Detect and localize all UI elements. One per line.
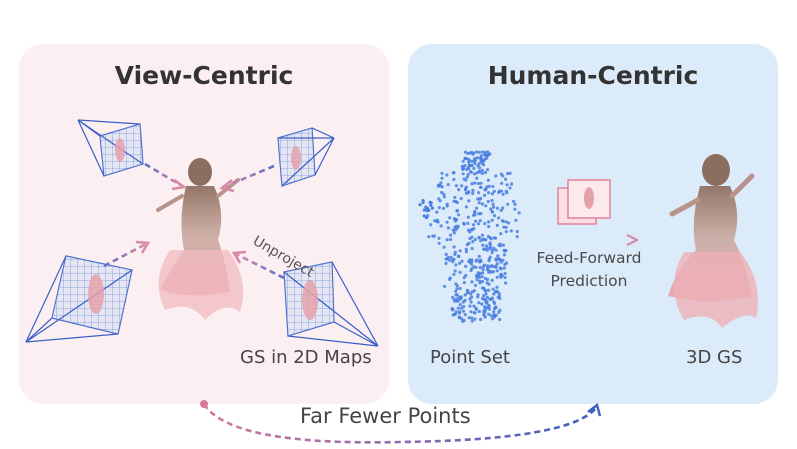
human-figure-left: [156, 158, 244, 320]
far-fewer-points-arrow: [200, 400, 602, 444]
camera-top-left: [77, 119, 144, 177]
point-set-label: Point Set: [430, 347, 510, 368]
feed-forward-arrow: [544, 234, 640, 246]
feed-forward-line2: Prediction: [550, 272, 628, 290]
feed-forward-line1: Feed-Forward: [536, 249, 642, 267]
point-set-cloud: [418, 150, 521, 323]
prediction-image-stack: [557, 179, 611, 225]
camera-top-right: [277, 127, 335, 187]
3dgs-label: 3D GS: [686, 347, 743, 368]
camera-bottom-right: [283, 261, 379, 347]
view-centric-title: View-Centric: [114, 61, 294, 90]
human-centric-title: Human-Centric: [487, 61, 699, 90]
far-fewer-points-label: Far Fewer Points: [300, 404, 471, 428]
unproject-arrows: [103, 162, 285, 280]
camera-bottom-left: [25, 255, 133, 343]
human-figure-3dgs: [668, 154, 758, 328]
feed-forward-label: Feed-Forward Prediction: [528, 247, 650, 293]
gs-2d-maps-caption: GS in 2D Maps: [240, 347, 372, 368]
